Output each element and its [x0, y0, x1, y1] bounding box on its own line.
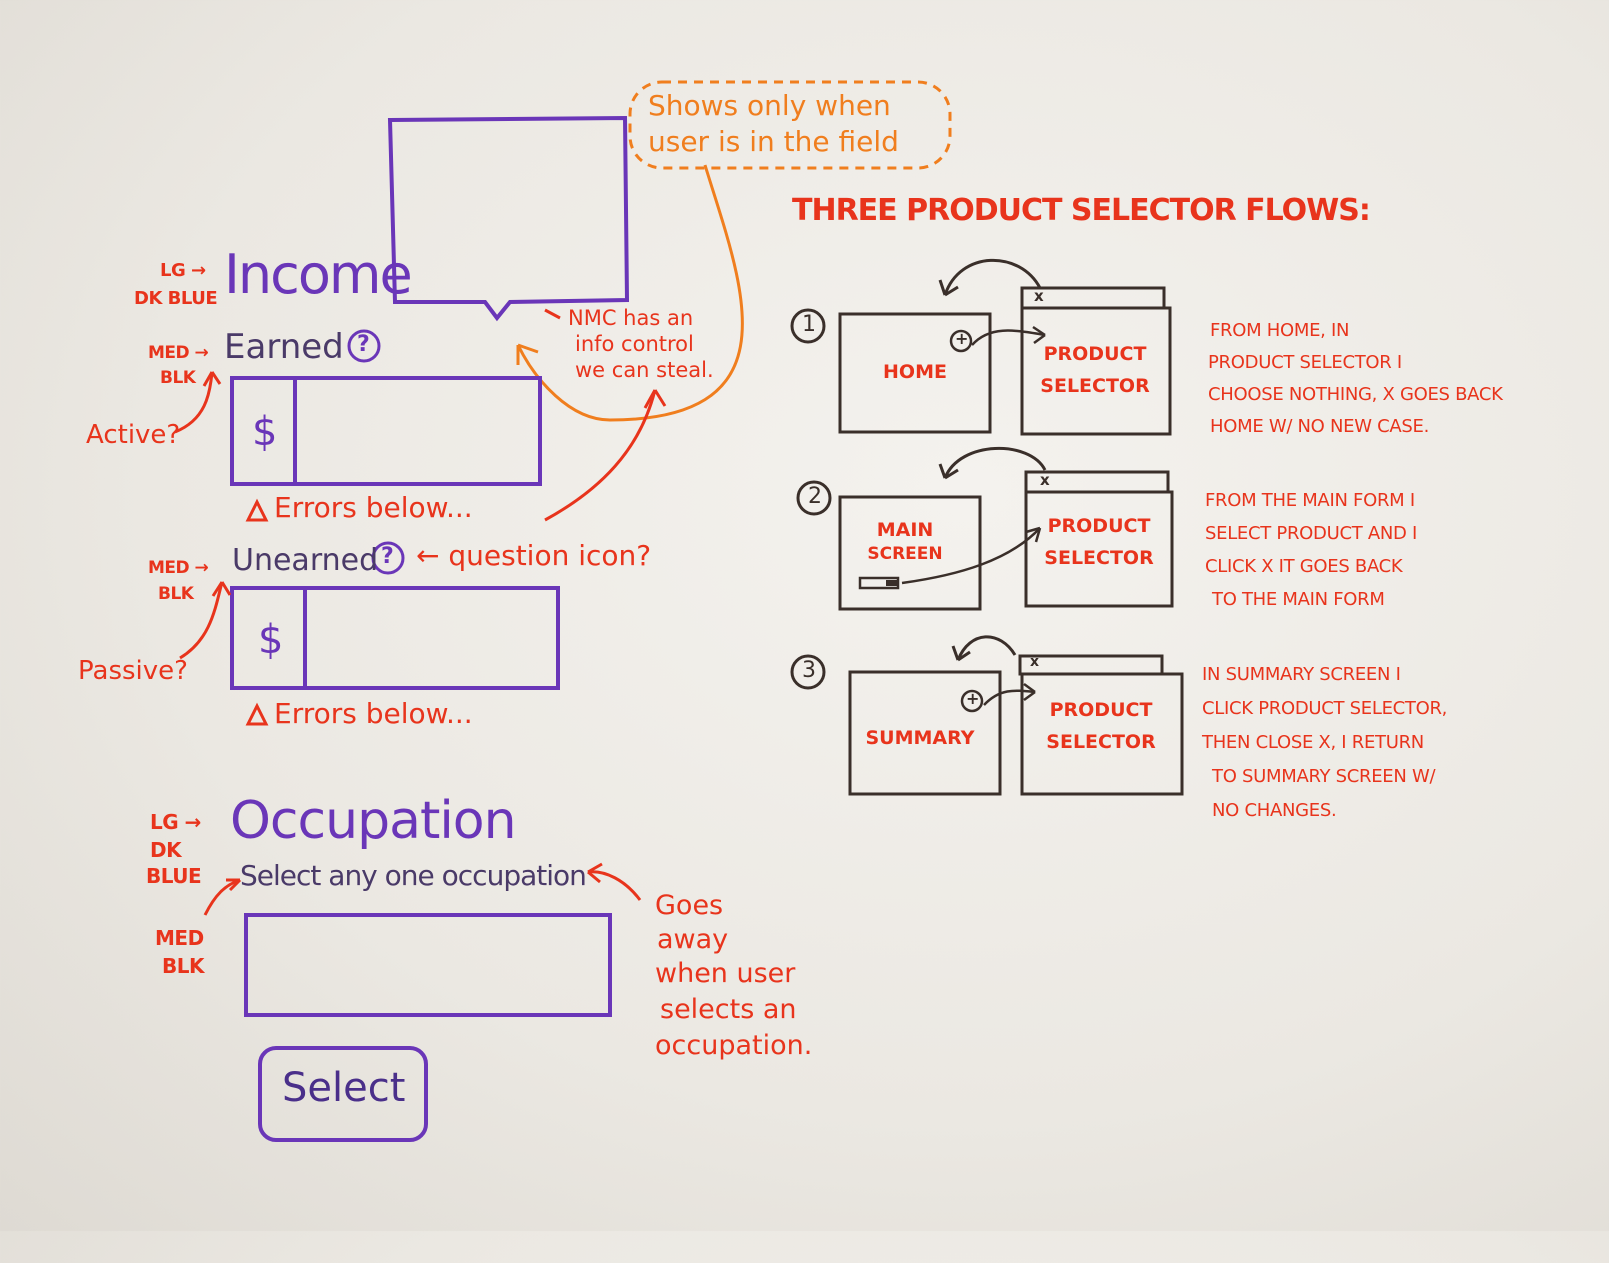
select-button-outline [258, 1046, 428, 1142]
earned-help-icon[interactable]: ? [357, 332, 370, 357]
occupation-input-outline [244, 913, 612, 1017]
flow-3-desc-1: IN SUMMARY SCREEN I [1202, 664, 1401, 685]
goes-away-note-2: away [657, 924, 729, 955]
lg-dk-blue-label-1b: DK BLUE [134, 288, 218, 309]
nmc-note-line-1: NMC has an [568, 306, 694, 330]
earned-amount-input[interactable] [298, 382, 536, 480]
med-blk-label-2a: MED → [148, 558, 209, 578]
tooltip-note-line-1: Shows only when [648, 89, 891, 122]
flow-3-plus-icon[interactable]: + [966, 689, 980, 708]
nmc-arrow [544, 308, 561, 320]
flow-2-desc-4: TO THE MAIN FORM [1212, 589, 1385, 610]
active-annotation: Active? [86, 420, 181, 450]
flow-3-close-icon[interactable]: x [1030, 654, 1040, 670]
flow-2-screen-line-1: MAIN [876, 519, 934, 541]
flow-2-close-icon[interactable]: x [1040, 471, 1050, 489]
unearned-currency-symbol: $ [258, 617, 284, 663]
goes-away-note-3: when user [655, 958, 796, 989]
select-button[interactable]: Select [282, 1065, 406, 1111]
flow-3-desc-2: CLICK PRODUCT SELECTOR, [1202, 698, 1448, 719]
whiteboard: Shows only when user is in the field NMC… [78, 80, 1503, 1142]
unearned-label: Unearned [232, 543, 379, 578]
med-blk-label-3a: MED [155, 926, 204, 950]
lg-dk-blue-label-2c: BLUE [146, 864, 202, 888]
flow-1-desc-3: CHOOSE NOTHING, X GOES BACK [1208, 384, 1503, 405]
nmc-note-line-2: info control [575, 332, 694, 356]
earned-currency-symbol: $ [252, 409, 278, 455]
lg-dk-blue-label-2a: LG → [150, 810, 201, 834]
flow-1-close-icon[interactable]: x [1034, 287, 1044, 305]
flow-3-desc-5: NO CHANGES. [1212, 800, 1337, 821]
nmc-note-line-3: we can steal. [575, 358, 714, 382]
passive-annotation: Passive? [78, 656, 188, 686]
sketch-lines [174, 80, 1184, 1142]
flows-heading: THREE PRODUCT SELECTOR FLOWS: [792, 193, 1371, 228]
question-icon-annotation: ← question icon? [416, 539, 652, 572]
tooltip-note-line-2: user is in the field [648, 125, 899, 158]
orange-arrow [516, 164, 744, 422]
goes-away-note-5: occupation. [655, 1030, 813, 1061]
earned-label: Earned [224, 327, 344, 367]
flow-3-desc-3: THEN CLOSE X, I RETURN [1202, 732, 1424, 753]
unearned-help-circle [371, 541, 405, 575]
occupation-title: Occupation [230, 791, 517, 851]
flow-2-screen-line-2: SCREEN [867, 544, 943, 564]
flow-2-selector-line-1: PRODUCT [1047, 515, 1151, 537]
flow-1-screen-label: HOME [883, 361, 947, 383]
flow-2-desc-2: SELECT PRODUCT AND I [1205, 523, 1418, 544]
question-arrow [544, 389, 657, 522]
tooltip-bubble [387, 115, 630, 322]
earned-help-circle [347, 329, 381, 363]
lg-dk-blue-label-2b: DK [150, 838, 182, 862]
flow-3-number: 3 [802, 658, 816, 683]
earned-input-outline [230, 376, 542, 486]
unearned-error-text: Errors below... [274, 697, 473, 730]
flow-1-plus-icon[interactable]: + [955, 329, 969, 348]
flow-1-desc-2: PRODUCT SELECTOR I [1208, 352, 1402, 373]
lg-dk-blue-label-1a: LG → [160, 260, 206, 281]
unearned-amount-input[interactable] [308, 592, 554, 684]
flow-1-number: 1 [802, 312, 816, 337]
unearned-help-icon[interactable]: ? [381, 544, 394, 569]
med-blk-label-3b: BLK [162, 954, 205, 978]
goes-away-note-4: selects an [660, 994, 797, 1025]
flow-3-selector-line-1: PRODUCT [1049, 699, 1153, 721]
occupation-hint: Select any one occupation [240, 859, 587, 892]
flow-3-selector-line-2: SELECTOR [1046, 731, 1156, 753]
flow-3-screen-label: SUMMARY [865, 727, 975, 749]
med-blk-label-1a: MED → [148, 343, 209, 363]
flow-2-selector-line-2: SELECTOR [1044, 547, 1154, 569]
flow-2-desc-1: FROM THE MAIN FORM I [1205, 490, 1415, 511]
income-title: Income [224, 243, 413, 306]
flow-1-selector-line-1: PRODUCT [1043, 343, 1147, 365]
goes-away-note-1: Goes [655, 890, 724, 921]
med-blk-label-2b: BLK [158, 584, 194, 604]
flow-3-desc-4: TO SUMMARY SCREEN W/ [1212, 766, 1436, 787]
unearned-input-outline [230, 586, 560, 690]
med-blk-label-1b: BLK [160, 368, 196, 388]
flow-2-desc-3: CLICK X IT GOES BACK [1205, 556, 1403, 577]
flow-1-selector-line-2: SELECTOR [1040, 375, 1150, 397]
flow-2-number: 2 [808, 484, 822, 509]
earned-error-text: Errors below... [274, 491, 473, 524]
tooltip-note-outline [628, 80, 952, 170]
flow-1-desc-1: FROM HOME, IN [1210, 320, 1350, 341]
flow-1-desc-4: HOME W/ NO NEW CASE. [1210, 416, 1430, 437]
occupation-input[interactable] [250, 919, 606, 1011]
